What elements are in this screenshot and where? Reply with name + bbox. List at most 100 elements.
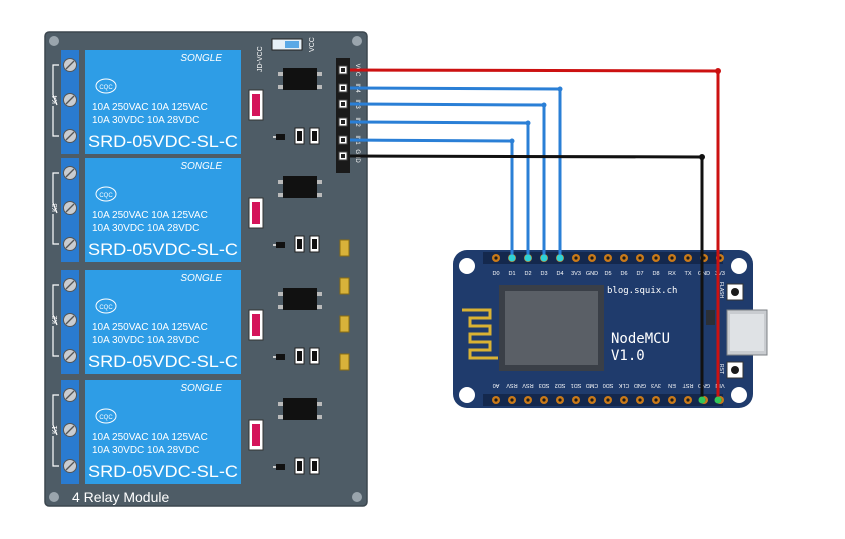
smd-component bbox=[706, 310, 715, 325]
pin-label: VIN bbox=[715, 382, 724, 388]
wire-in3-d3 bbox=[349, 102, 546, 260]
pin-label: SD2 bbox=[555, 382, 566, 388]
pin-label: GND bbox=[698, 382, 710, 388]
relay-spec-line2: 10A 30VDC 10A 28VDC bbox=[92, 115, 199, 126]
pin-label: RST bbox=[682, 382, 694, 388]
pin-label: D0 bbox=[492, 271, 499, 277]
led-red bbox=[252, 424, 260, 446]
pin-label: D7 bbox=[636, 271, 643, 277]
cqc-text: CQC bbox=[99, 85, 113, 91]
optocoupler bbox=[283, 398, 317, 420]
led-red bbox=[252, 314, 260, 336]
relay-model: SRD-05VDC-SL-C bbox=[88, 462, 238, 481]
relay-spec-line1: 10A 250VAC 10A 125VAC bbox=[92, 322, 208, 333]
mount-hole bbox=[352, 36, 362, 46]
optocoupler bbox=[283, 288, 317, 310]
pin-label: D4 bbox=[556, 271, 563, 277]
flash-button-cap[interactable] bbox=[731, 288, 739, 296]
pin-label: GND bbox=[586, 271, 598, 277]
pin-label: RSV bbox=[522, 382, 534, 388]
pin-label: SD3 bbox=[539, 382, 550, 388]
transistor bbox=[276, 242, 285, 248]
relay-body bbox=[85, 50, 241, 154]
relay-model: SRD-05VDC-SL-C bbox=[88, 240, 238, 259]
pin-label: EN bbox=[668, 382, 676, 388]
relay-brand: SONGLE bbox=[180, 53, 222, 64]
pin-label: A0 bbox=[493, 382, 500, 388]
cqc-text: CQC bbox=[99, 305, 113, 311]
optocoupler bbox=[283, 176, 317, 198]
relay-model: SRD-05VDC-SL-C bbox=[88, 132, 238, 151]
terminal-label: K2 bbox=[52, 315, 59, 324]
terminal-label: K3 bbox=[52, 203, 59, 212]
led-red bbox=[252, 94, 260, 116]
esp-chip bbox=[505, 291, 598, 365]
usb-port-inner bbox=[730, 314, 764, 351]
pin-label: D6 bbox=[620, 271, 627, 277]
jumper-label-vcc: VCC bbox=[309, 37, 316, 52]
mount-hole bbox=[459, 387, 475, 403]
pin-label: D2 bbox=[524, 271, 531, 277]
relay-spec-line1: 10A 250VAC 10A 125VAC bbox=[92, 102, 208, 113]
pin-label: D3 bbox=[540, 271, 547, 277]
pin-label: D5 bbox=[604, 271, 611, 277]
pin-label: SD0 bbox=[603, 382, 614, 388]
relay-spec-line2: 10A 30VDC 10A 28VDC bbox=[92, 335, 199, 346]
pin-label: RSV bbox=[506, 382, 518, 388]
rst-label: RST bbox=[718, 364, 724, 374]
module-title: 4 Relay Module bbox=[72, 489, 169, 505]
relay-k3: K3 SONGLE CQC 10A 250VAC 10A 125VAC 10A 30VD… bbox=[52, 158, 322, 262]
relay-brand: SONGLE bbox=[180, 161, 222, 172]
mount-hole bbox=[731, 387, 747, 403]
pin-label: D1 bbox=[508, 271, 515, 277]
cqc-text: CQC bbox=[99, 193, 113, 199]
pin-label: CMD bbox=[586, 382, 599, 388]
relay-spec-line1: 10A 250VAC 10A 125VAC bbox=[92, 210, 208, 221]
mount-hole bbox=[352, 492, 362, 502]
mount-hole bbox=[49, 36, 59, 46]
cqc-logo bbox=[95, 408, 117, 424]
relay-spec-line2: 10A 30VDC 10A 28VDC bbox=[92, 223, 199, 234]
pin-label: D8 bbox=[652, 271, 659, 277]
mount-hole bbox=[49, 492, 59, 502]
relay-body bbox=[85, 158, 241, 262]
relay-k4: K4 SONGLE CQC 10A 250VAC 10A 125VAC 10A 30VD… bbox=[52, 50, 322, 154]
transistor bbox=[276, 464, 285, 470]
relay-module: 4 Relay Module JD-VCC VCC VCCIN4IN3IN2IN… bbox=[44, 31, 368, 509]
relay-k2: K2 SONGLE CQC 10A 250VAC 10A 125VAC 10A 30VD… bbox=[52, 270, 322, 374]
cqc-logo bbox=[95, 78, 117, 94]
jumper-label-jdvcc: JD-VCC bbox=[257, 46, 264, 72]
cqc-logo bbox=[95, 186, 117, 202]
cqc-text: CQC bbox=[99, 415, 113, 421]
cqc-logo bbox=[95, 298, 117, 314]
pin-label: TX bbox=[684, 271, 691, 277]
jumper-cap[interactable] bbox=[285, 41, 299, 48]
pin-label: GND bbox=[698, 271, 710, 277]
relay-brand: SONGLE bbox=[180, 383, 222, 394]
mount-hole bbox=[459, 258, 475, 274]
led-yellow bbox=[339, 315, 350, 333]
relay-spec-line2: 10A 30VDC 10A 28VDC bbox=[92, 445, 199, 456]
relay-body bbox=[85, 380, 241, 484]
relay-body bbox=[85, 270, 241, 374]
url-label: blog.squix.ch bbox=[607, 286, 677, 296]
nodemcu-version: V1.0 bbox=[611, 348, 645, 364]
terminal-label: K4 bbox=[52, 95, 59, 104]
pin-label: 3V3 bbox=[571, 271, 581, 277]
flash-label: FLASH bbox=[718, 282, 724, 299]
pin-label: 3V3 bbox=[715, 271, 725, 277]
wire-in2-d2 bbox=[349, 120, 530, 260]
relay-brand: SONGLE bbox=[180, 273, 222, 284]
transistor bbox=[276, 354, 285, 360]
wires bbox=[349, 68, 722, 404]
pin-label: CLK bbox=[618, 382, 629, 388]
rst-button-cap[interactable] bbox=[731, 366, 739, 374]
led-yellow bbox=[339, 353, 350, 371]
relay-model: SRD-05VDC-SL-C bbox=[88, 352, 238, 371]
led-red bbox=[252, 202, 260, 224]
transistor bbox=[276, 134, 285, 140]
led-yellow bbox=[339, 277, 350, 295]
